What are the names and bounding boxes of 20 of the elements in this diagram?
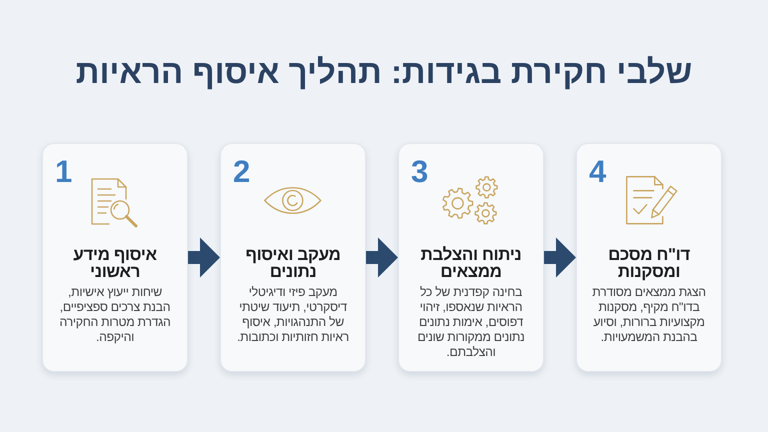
card-text: שיחות ייעוץ אישיות, הבנת צרכים ספציפיים, הגדרת מטרות החקירה והיקפה.	[58, 285, 172, 345]
step-number: 4	[589, 156, 606, 187]
card-heading: איסוף מידע ראשוני	[72, 247, 158, 280]
card-heading: ניתוח והצלבת ממצאים	[420, 247, 522, 280]
step-card	[42, 143, 188, 372]
card-text: מעקב פיזי ודיגיטלי דיסקרטי, תיעוד שיטתי של התנהגויות, איסוף ראיות חזותיות וכתובות.	[236, 285, 350, 345]
step-number: 3	[411, 156, 428, 187]
step-number: 2	[233, 156, 250, 187]
step-card	[576, 143, 722, 372]
step-number: 1	[55, 156, 72, 187]
arrow	[188, 238, 220, 278]
arrow	[366, 238, 398, 278]
step-card	[220, 143, 366, 372]
card-text: הצגת ממצאים מסודרת בדו"ח מקיף, מסקנות מקצועיות ברורות, וסיוע בהבנת המשמעויות.	[591, 285, 707, 345]
step-card	[398, 143, 544, 372]
card-heading: מעקב ואיסוף נתונים	[244, 247, 342, 280]
card-text: בחינה קפדנית של כל הראיות שנאספו, זיהוי דפוסים, אימות נתונים נתונים ממקורות שונים והצלבתם.	[416, 285, 526, 360]
arrow	[544, 238, 576, 278]
title: שלבי חקירת בגידות: תהליך איסוף הראיות	[76, 52, 692, 92]
card-heading: דו"ח מסכם ומסקנות	[607, 247, 691, 280]
